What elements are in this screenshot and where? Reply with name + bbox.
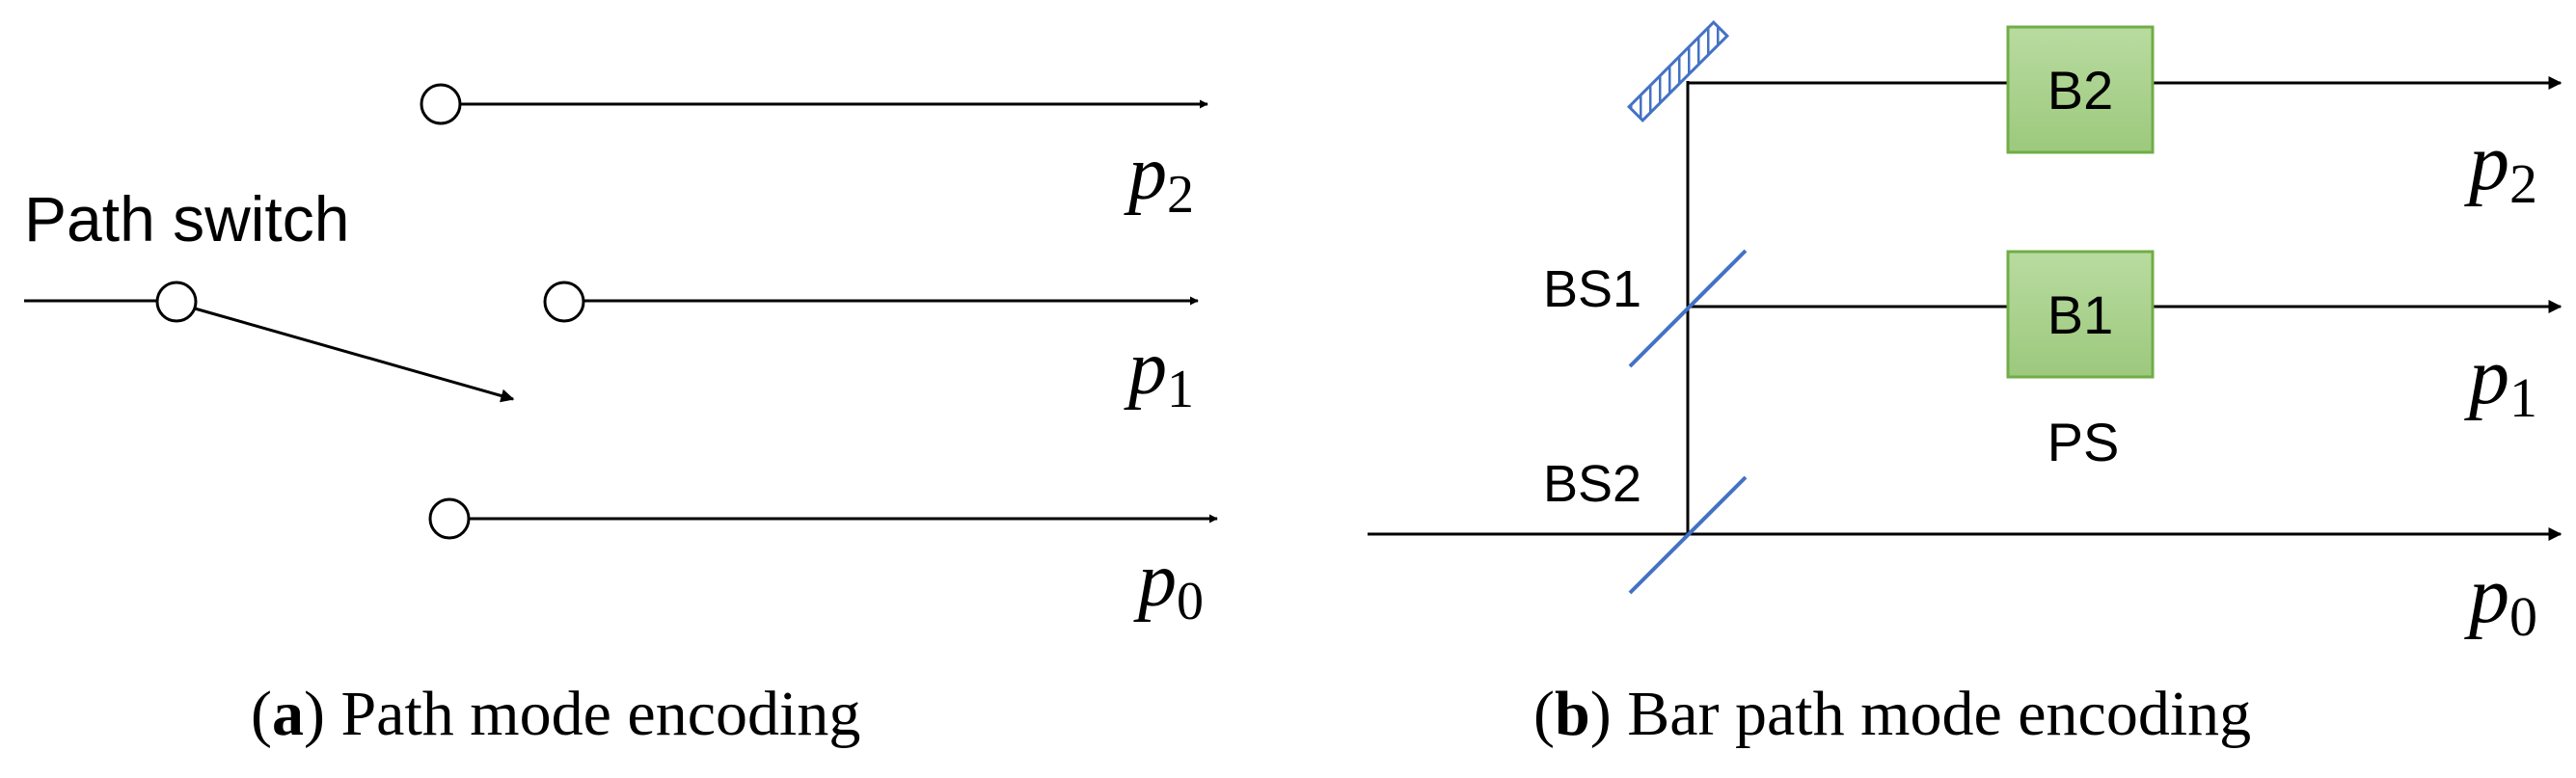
path-label-p2: p2 — [1124, 131, 1194, 225]
panel-b: BS1 BS2 B2 B1 PS p2 p1 p0 (b) Bar path m… — [1368, 19, 2562, 749]
mirror-icon — [1626, 19, 1730, 123]
panel-a: Path switch p2 p1 p0 (a) Path mode encod… — [24, 83, 1218, 749]
bs2-label: BS2 — [1543, 455, 1641, 513]
path-node-p2 — [420, 83, 462, 125]
beam-splitter-bs2-icon — [1628, 475, 1748, 595]
path-label-p1: p1 — [1124, 326, 1194, 419]
path-switch-label: Path switch — [24, 183, 349, 255]
path-label-p0: p0 — [2464, 550, 2537, 648]
phase-shifter-label: PS — [2047, 412, 2120, 472]
block-b2 — [2006, 25, 2155, 154]
beam-splitter-bs1-icon — [1628, 249, 1748, 368]
path-label-p1: p1 — [2464, 332, 2537, 429]
path-node-p1 — [543, 281, 585, 323]
switch-pivot-node — [155, 281, 198, 323]
switch-lever — [194, 307, 515, 403]
block-b1-label: B1 — [2047, 284, 2114, 345]
path-node-p0 — [428, 497, 471, 540]
path-label-p2: p2 — [2464, 118, 2537, 215]
path-label-p0: p0 — [1133, 538, 1204, 631]
block-b1 — [2006, 250, 2155, 379]
caption-b: (b) Bar path mode encoding — [1533, 679, 2251, 749]
block-b2-label: B2 — [2047, 60, 2114, 121]
caption-a: (a) Path mode encoding — [251, 679, 860, 749]
bs1-label: BS1 — [1543, 260, 1641, 318]
